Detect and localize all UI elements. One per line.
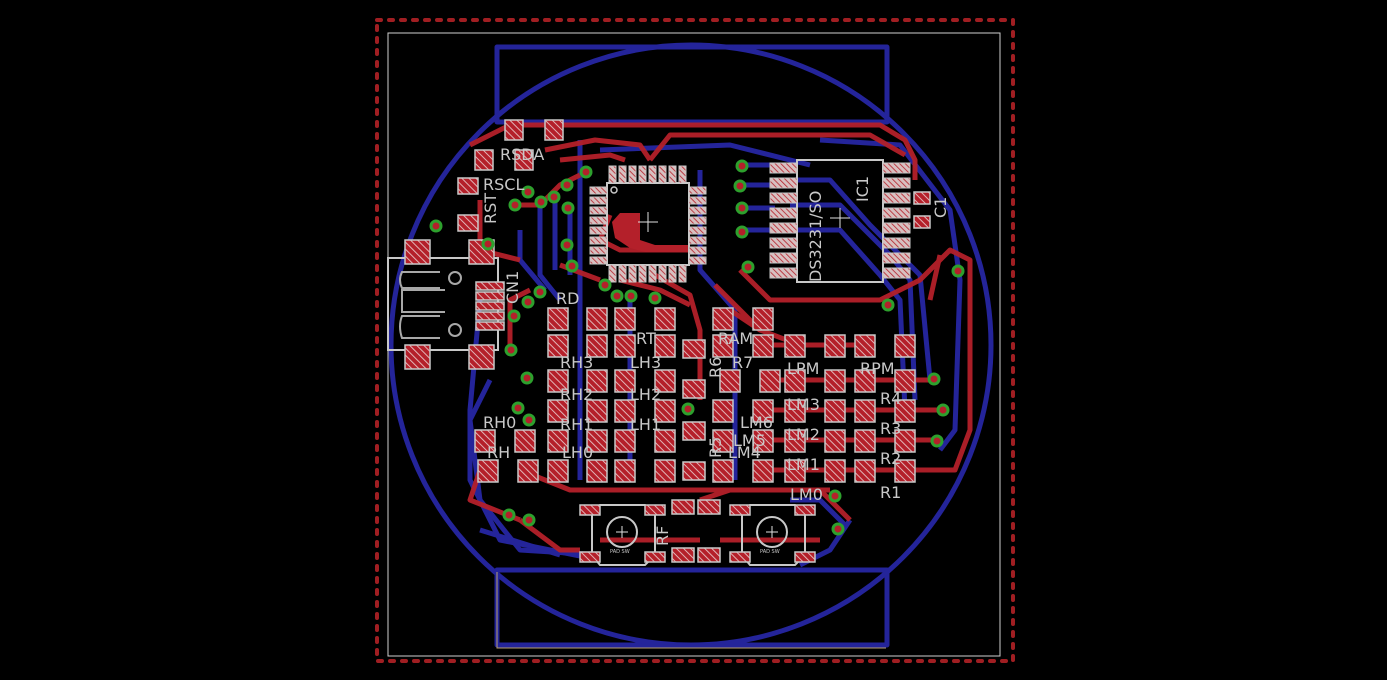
label-r3: R3 xyxy=(880,419,901,438)
label-lpm: LPM xyxy=(787,359,819,378)
mcu-ground-pour xyxy=(612,213,690,252)
label-lh2: LH2 xyxy=(630,385,661,404)
label-sw1: PAD SW xyxy=(610,549,630,555)
label-r6: R6 xyxy=(706,357,725,378)
label-lm0: LM0 xyxy=(790,485,823,504)
ic1-pins xyxy=(769,162,911,279)
label-rh1: RH1 xyxy=(560,415,593,434)
label-cn1: CN1 xyxy=(503,271,522,304)
silkscreen-labels: RSDA RSCL RST CN1 DS3231/SO IC1 C1 RD RT… xyxy=(481,145,950,555)
label-rh0: RH0 xyxy=(483,413,516,432)
label-lh1: LH1 xyxy=(630,415,661,434)
mechanical-outline xyxy=(496,572,886,649)
label-lm1: LM1 xyxy=(787,455,820,474)
label-r4: R4 xyxy=(880,389,901,408)
label-lm3: LM3 xyxy=(787,395,820,414)
smd-pads xyxy=(404,119,931,563)
label-rh2: RH2 xyxy=(560,385,593,404)
label-lh0: LH0 xyxy=(562,443,593,462)
label-r2: R2 xyxy=(880,449,901,468)
label-lh3: LH3 xyxy=(630,353,661,372)
mcu-pins xyxy=(589,165,707,283)
label-rf: RF xyxy=(653,526,672,546)
label-rscl: RSCL xyxy=(483,175,524,194)
label-c1: C1 xyxy=(931,197,950,218)
label-r5: R5 xyxy=(706,437,725,458)
label-rh3: RH3 xyxy=(560,353,593,372)
label-rsda: RSDA xyxy=(500,145,544,164)
label-rst: RST xyxy=(481,193,500,224)
label-r1: R1 xyxy=(880,483,901,502)
usb-connector-outline xyxy=(399,271,462,339)
label-r7: R7 xyxy=(732,353,753,372)
origin-markers xyxy=(616,208,850,538)
label-lm6: LM6 xyxy=(740,413,773,432)
label-sw2: PAD SW xyxy=(760,549,780,555)
label-lm2: LM2 xyxy=(787,425,820,444)
label-rpm: RPM xyxy=(860,359,895,378)
dimension-outline xyxy=(375,18,1015,663)
label-ic1-value: DS3231/SO xyxy=(806,191,825,282)
label-lm4: LM4 xyxy=(728,443,761,462)
label-rt: RT xyxy=(636,329,656,348)
label-ram: RAM xyxy=(718,329,753,348)
label-ic1: IC1 xyxy=(853,176,872,202)
label-rh: RH xyxy=(487,443,510,462)
label-rd: RD xyxy=(556,289,579,308)
label-lm5: LM5 xyxy=(733,431,766,450)
vias[interactable] xyxy=(429,159,965,536)
